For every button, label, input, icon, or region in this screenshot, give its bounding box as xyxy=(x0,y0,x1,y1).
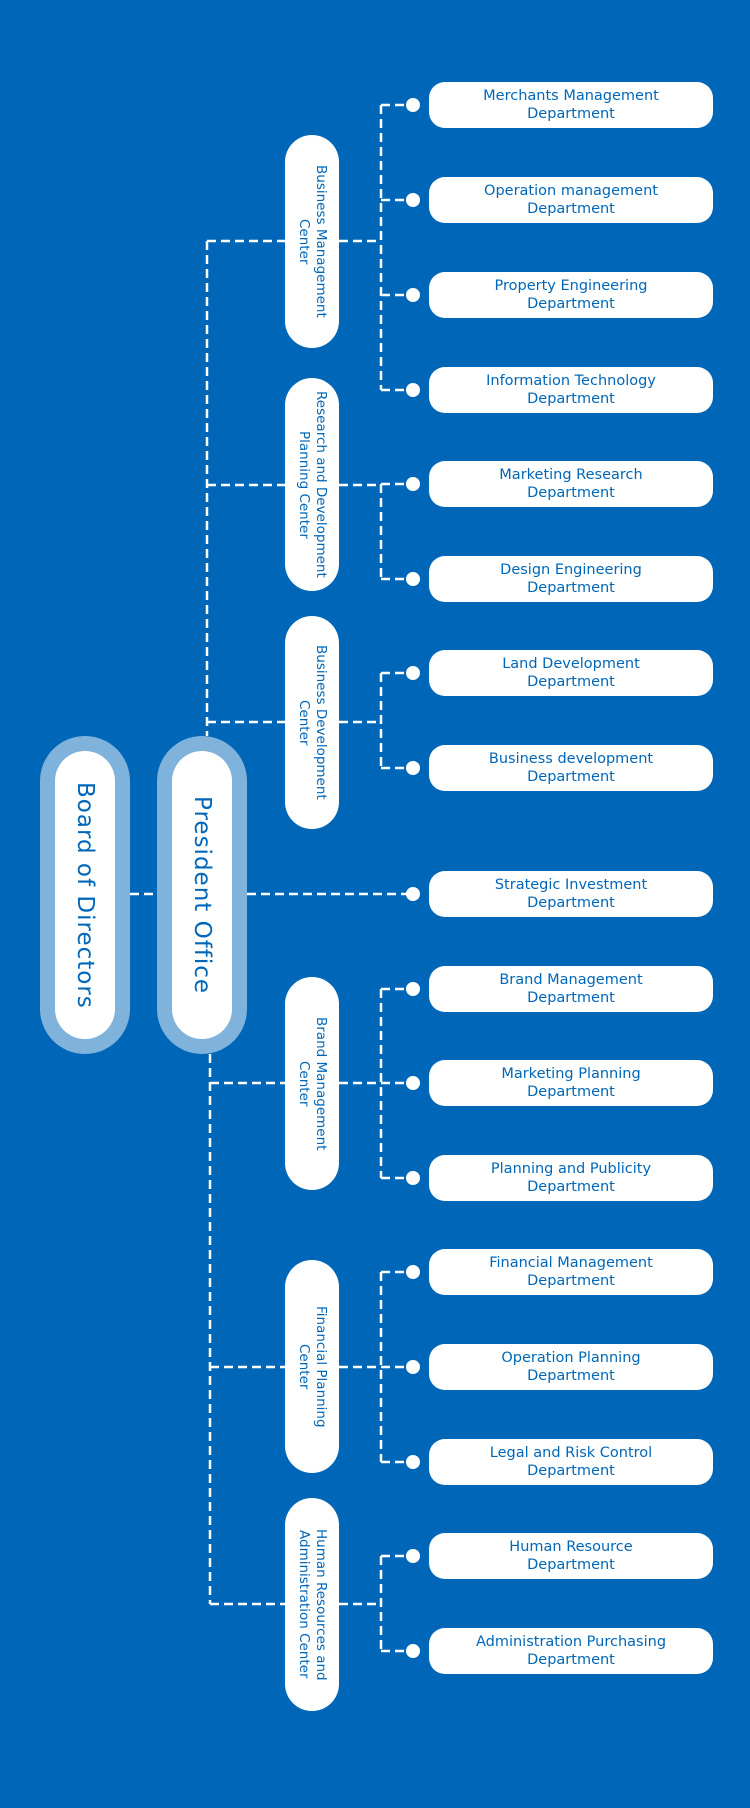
department-label: Land Development Department xyxy=(502,656,640,690)
department-label: Information Technology Department xyxy=(486,373,656,407)
connector-dot xyxy=(406,1549,420,1563)
department-node[interactable]: Property Engineering Department xyxy=(429,272,713,318)
department-node[interactable]: Operation Planning Department xyxy=(429,1344,713,1390)
department-node[interactable]: Strategic Investment Department xyxy=(429,871,713,917)
connector-dot xyxy=(406,666,420,680)
department-label: Human Resource Department xyxy=(509,1539,633,1573)
connector-dot xyxy=(406,383,420,397)
connector-dot xyxy=(406,1644,420,1658)
connector-dot xyxy=(406,1455,420,1469)
center-node[interactable]: Research and Development Planning Center xyxy=(285,378,339,591)
department-label: Merchants Management Department xyxy=(483,88,659,122)
center-node[interactable]: Brand Management Center xyxy=(285,977,339,1190)
department-label: Operation management Department xyxy=(484,183,658,217)
department-node[interactable]: Marketing Planning Department xyxy=(429,1060,713,1106)
center-label: Financial Planning Center xyxy=(296,1305,329,1428)
department-label: Administration Purchasing Department xyxy=(475,1634,667,1668)
center-node[interactable]: Financial Planning Center xyxy=(285,1260,339,1473)
president-office-label: President Office xyxy=(189,795,215,995)
connector-dot xyxy=(406,477,420,491)
department-node[interactable]: Business development Department xyxy=(429,745,713,791)
department-label: Marketing Planning Department xyxy=(501,1066,641,1100)
department-node[interactable]: Land Development Department xyxy=(429,650,713,696)
center-node[interactable]: Business Development Center xyxy=(285,616,339,829)
department-label: Property Engineering Department xyxy=(494,278,648,312)
connector-dot xyxy=(406,982,420,996)
department-label: Strategic Investment Department xyxy=(494,877,648,911)
center-label: Brand Management Center xyxy=(296,1016,329,1151)
department-node[interactable]: Marketing Research Department xyxy=(429,461,713,507)
connector-dot xyxy=(406,1076,420,1090)
department-node[interactable]: Information Technology Department xyxy=(429,367,713,413)
center-label: Research and Development Planning Center xyxy=(296,391,329,578)
connector-dot xyxy=(406,193,420,207)
department-node[interactable]: Operation management Department xyxy=(429,177,713,223)
department-label: Design Engineering Department xyxy=(500,562,642,596)
connector-dot xyxy=(406,288,420,302)
connector-dot xyxy=(406,761,420,775)
department-label: Planning and Publicity Department xyxy=(490,1161,652,1195)
center-label: Human Resources and Administration Cente… xyxy=(296,1528,329,1681)
connector-dot xyxy=(406,98,420,112)
connector-dot xyxy=(406,1171,420,1185)
president-office-node[interactable]: President Office xyxy=(157,736,247,1054)
department-label: Brand Management Department xyxy=(499,972,643,1006)
center-label: Business Management Center xyxy=(296,165,329,318)
department-node[interactable]: Design Engineering Department xyxy=(429,556,713,602)
connector-dot xyxy=(406,1360,420,1374)
department-node[interactable]: Planning and Publicity Department xyxy=(429,1155,713,1201)
connector-dot xyxy=(406,1265,420,1279)
department-label: Financial Management Department xyxy=(489,1255,653,1289)
department-node[interactable]: Merchants Management Department xyxy=(429,82,713,128)
department-label: Legal and Risk Control Department xyxy=(489,1445,653,1479)
connector-dot xyxy=(406,887,420,901)
department-label: Marketing Research Department xyxy=(499,467,643,501)
department-node[interactable]: Administration Purchasing Department xyxy=(429,1628,713,1674)
board-of-directors-node[interactable]: Board of Directors xyxy=(40,736,130,1054)
department-node[interactable]: Brand Management Department xyxy=(429,966,713,1012)
department-label: Business development Department xyxy=(488,751,654,785)
center-label: Business Development Center xyxy=(296,645,329,800)
center-node[interactable]: Business Management Center xyxy=(285,135,339,348)
board-of-directors-label: Board of Directors xyxy=(72,781,98,1009)
department-node[interactable]: Legal and Risk Control Department xyxy=(429,1439,713,1485)
connector-dot xyxy=(406,572,420,586)
department-node[interactable]: Financial Management Department xyxy=(429,1249,713,1295)
center-node[interactable]: Human Resources and Administration Cente… xyxy=(285,1498,339,1711)
department-label: Operation Planning Department xyxy=(501,1350,641,1384)
department-node[interactable]: Human Resource Department xyxy=(429,1533,713,1579)
